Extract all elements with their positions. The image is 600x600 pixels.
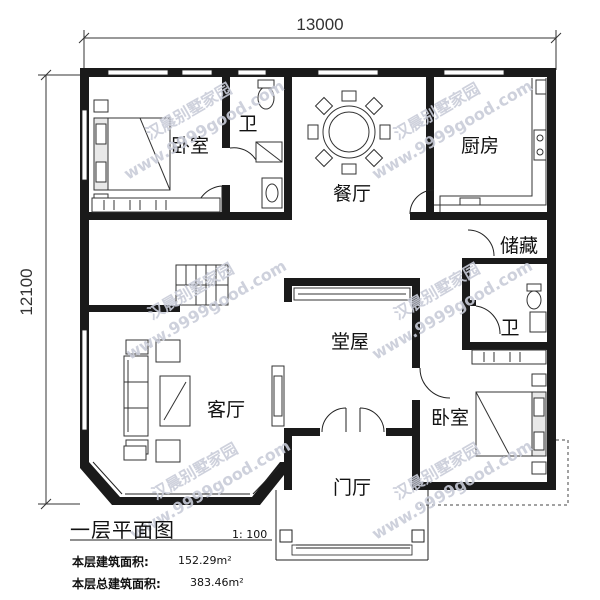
- toilet-e: [526, 283, 542, 310]
- total-area-label: 本层总建筑面积:: [72, 577, 161, 591]
- terrace-outline: [420, 439, 569, 506]
- height-dimension: 12100: [17, 268, 36, 315]
- width-dimension: 13000: [296, 15, 343, 34]
- top-windows: [107, 69, 505, 76]
- plan-scale: 1: 100: [232, 528, 268, 541]
- dining-table: [307, 90, 391, 175]
- room-living: 客厅: [207, 399, 245, 421]
- left-dimension-line: [38, 69, 80, 510]
- room-bedroom-se: 卧室: [431, 407, 469, 429]
- left-windows: [81, 109, 88, 431]
- room-foyer: 门厅: [333, 477, 371, 499]
- interior-walls: [80, 68, 556, 490]
- bed-se: [475, 373, 547, 475]
- entrance-porch: [275, 490, 429, 561]
- room-dining: 餐厅: [333, 183, 371, 205]
- sofa-set: [123, 339, 191, 463]
- tv-cabinet: [271, 365, 285, 427]
- room-storage: 储藏: [500, 235, 538, 257]
- hall-cabinet: [293, 287, 411, 301]
- wardrobe-se: [471, 349, 547, 365]
- kitchen-counter: [434, 78, 547, 212]
- sink-nw: [261, 177, 283, 209]
- sink-e: [529, 311, 547, 333]
- bed-nw: [93, 99, 171, 207]
- plan-title: 一层平面图: [70, 518, 175, 542]
- floor-area-label: 本层建筑面积:: [72, 555, 149, 569]
- wardrobe-nw: [91, 197, 221, 213]
- doors: [195, 147, 501, 433]
- room-bedroom-nw: 卧室: [171, 135, 209, 157]
- shower-nw: [255, 141, 283, 163]
- total-area-value: 383.46m²: [190, 576, 244, 589]
- bay-window: [80, 455, 284, 505]
- floor-area-value: 152.29m²: [178, 554, 232, 567]
- toilet-nw: [257, 79, 275, 110]
- room-bath-e: 卫: [500, 317, 519, 339]
- stairs: [175, 264, 229, 306]
- top-dimension-line: [78, 30, 562, 70]
- room-kitchen: 厨房: [461, 135, 499, 157]
- room-bath-nw: 卫: [238, 113, 257, 135]
- room-hall: 堂屋: [331, 331, 369, 353]
